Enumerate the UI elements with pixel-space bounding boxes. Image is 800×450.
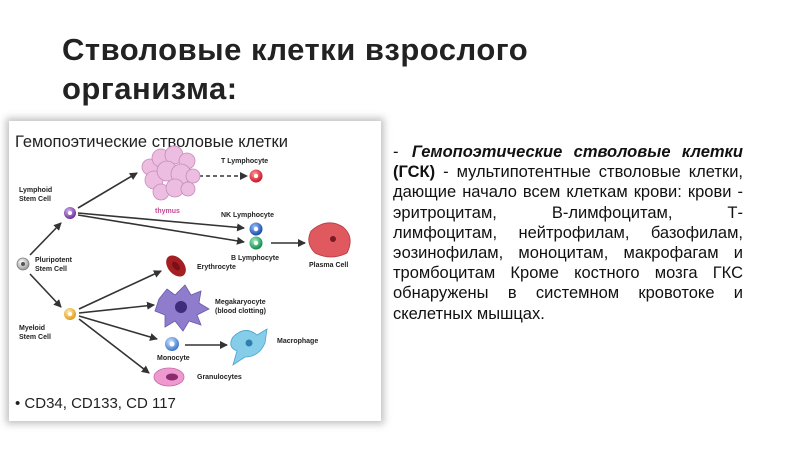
lymphoid-label-line-1: Lymphoid bbox=[19, 187, 52, 194]
arrow-lymphoid-to-b bbox=[77, 214, 245, 245]
arrow-myeloid-to-granulocytes bbox=[78, 318, 150, 374]
cd-markers-text: • CD34, CD133, CD 117 bbox=[15, 395, 176, 412]
hematopoiesis-figure: Гемопоэтические стволовые клетки bbox=[9, 121, 381, 421]
plasma-cell-label: Plasma Cell bbox=[309, 262, 348, 269]
myeloid-label-line-1: Myeloid bbox=[19, 325, 45, 332]
thymus-label: thymus bbox=[155, 208, 180, 215]
figure-heading: Гемопоэтические стволовые клетки bbox=[15, 133, 288, 151]
arrow-lymphoid-to-nk bbox=[77, 212, 245, 232]
pluripotent-label-line-2: Stem Cell bbox=[35, 266, 67, 273]
b-lymphocyte-label: B Lymphocyte bbox=[231, 255, 279, 262]
arrow-pluripotent-to-lymphoid bbox=[29, 222, 62, 256]
erythrocyte-label: Erythrocyte bbox=[197, 264, 236, 271]
description-paragraph: - Гемопоэтические стволовые клетки (ГСК)… bbox=[393, 142, 743, 324]
megakaryocyte-label-line-1: Megakaryocyte bbox=[215, 299, 266, 306]
arrow-lymphoid-to-thymus bbox=[77, 172, 138, 209]
leading-dash: - bbox=[393, 143, 399, 161]
arrow-myeloid-to-erythrocyte bbox=[78, 270, 162, 310]
slide-title: Стволовые клетки взрослого организма: bbox=[62, 30, 622, 108]
slide-title-line-2: организма: bbox=[62, 71, 238, 106]
slide-title-line-1: Стволовые клетки взрослого bbox=[62, 32, 529, 67]
macrophage-cell bbox=[230, 328, 268, 366]
t-lymphocyte-label: T Lymphocyte bbox=[221, 158, 268, 165]
lead-term: Гемопоэтические стволовые клетки bbox=[411, 143, 743, 161]
thymus-illustration bbox=[141, 145, 201, 201]
nk-lymphocyte-label: NK Lymphocyte bbox=[221, 212, 274, 219]
monocyte-label: Monocyte bbox=[157, 355, 190, 362]
body-text: - мультипотентные стволовые клетки, дающ… bbox=[393, 163, 743, 323]
hematopoiesis-diagram: Гемопоэтические стволовые клетки bbox=[15, 133, 351, 412]
arrow-myeloid-to-megakaryocyte bbox=[78, 301, 155, 314]
lymphoid-label-line-2: Stem Cell bbox=[19, 196, 51, 203]
megakaryocyte-label-line-2: (blood clotting) bbox=[215, 308, 266, 315]
lineage-arrows bbox=[29, 172, 306, 374]
lead-abbreviation: (ГСК) bbox=[393, 163, 436, 182]
arrow-myeloid-to-monocyte bbox=[78, 315, 158, 341]
granulocytes-label: Granulocytes bbox=[197, 374, 242, 381]
arrow-pluripotent-to-myeloid bbox=[29, 273, 62, 308]
plasma-cell bbox=[308, 222, 351, 258]
macrophage-label: Macrophage bbox=[277, 338, 318, 345]
pluripotent-label-line-1: Pluripotent bbox=[35, 257, 73, 264]
myeloid-label-line-2: Stem Cell bbox=[19, 334, 51, 341]
